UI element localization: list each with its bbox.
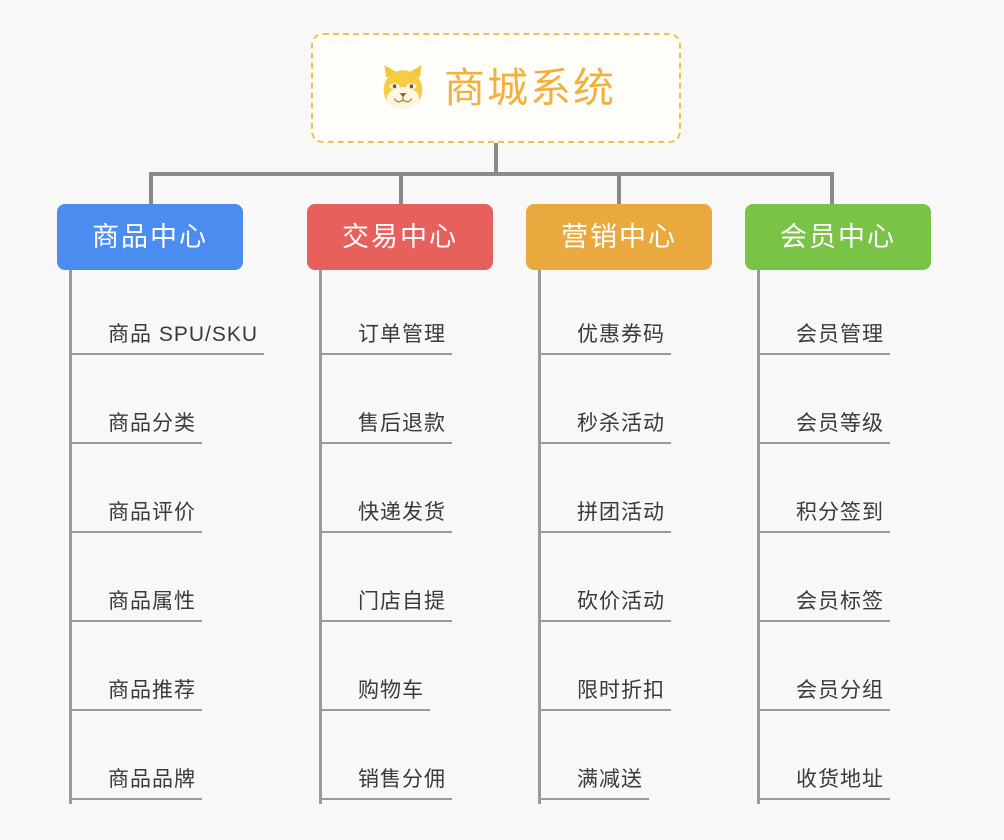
tree-item[interactable]: 优惠券码 xyxy=(541,270,712,359)
tree-item-label: 购物车 xyxy=(356,679,430,711)
branch-header-label: 商品中心 xyxy=(92,221,208,252)
tree-item[interactable]: 收货地址 xyxy=(760,715,931,804)
connector-drop-2 xyxy=(399,172,403,204)
tree-item-label: 商品 SPU/SKU xyxy=(106,323,265,355)
branch-item-list: 会员管理 会员等级 积分签到 会员标签 会员分组 收货地址 xyxy=(757,270,931,804)
tree-item[interactable]: 门店自提 xyxy=(322,537,493,626)
tree-item-label: 优惠券码 xyxy=(575,323,671,355)
branch-column-member-center: 会员中心 会员管理 会员等级 积分签到 会员标签 会员分组 收货地址 xyxy=(745,204,931,804)
tree-item[interactable]: 订单管理 xyxy=(322,270,493,359)
tree-item[interactable]: 会员标签 xyxy=(760,537,931,626)
tree-item-label: 会员标签 xyxy=(794,590,890,622)
branch-column-trade-center: 交易中心 订单管理 售后退款 快递发货 门店自提 购物车 销售分佣 xyxy=(307,204,493,804)
branch-column-product-center: 商品中心 商品 SPU/SKU 商品分类 商品评价 商品属性 商品推荐 商品品牌 xyxy=(57,204,265,804)
branch-item-list: 商品 SPU/SKU 商品分类 商品评价 商品属性 商品推荐 商品品牌 xyxy=(69,270,265,804)
tree-item[interactable]: 限时折扣 xyxy=(541,626,712,715)
tree-item[interactable]: 购物车 xyxy=(322,626,493,715)
branch-header-marketing-center[interactable]: 营销中心 xyxy=(526,204,712,270)
branch-header-product-center[interactable]: 商品中心 xyxy=(57,204,243,270)
tree-item-label: 商品评价 xyxy=(106,501,202,533)
tree-item[interactable]: 快递发货 xyxy=(322,448,493,537)
tree-item-label: 商品推荐 xyxy=(106,679,202,711)
connector-root-stem xyxy=(494,143,498,175)
tree-item[interactable]: 商品属性 xyxy=(72,537,243,626)
branch-header-label: 交易中心 xyxy=(342,221,458,252)
tree-item[interactable]: 会员管理 xyxy=(760,270,931,359)
tree-item-label: 拼团活动 xyxy=(575,501,671,533)
tree-item-label: 快递发货 xyxy=(356,501,452,533)
tree-item-label: 会员管理 xyxy=(794,323,890,355)
tree-item-label: 限时折扣 xyxy=(575,679,671,711)
tree-item[interactable]: 会员分组 xyxy=(760,626,931,715)
tree-item-label: 商品属性 xyxy=(106,590,202,622)
tree-item[interactable]: 商品评价 xyxy=(72,448,243,537)
shiba-dog-icon xyxy=(376,61,430,115)
branch-column-marketing-center: 营销中心 优惠券码 秒杀活动 拼团活动 砍价活动 限时折扣 满减送 xyxy=(526,204,712,804)
tree-item[interactable]: 商品推荐 xyxy=(72,626,243,715)
tree-item-label: 满减送 xyxy=(575,768,649,800)
tree-item-label: 售后退款 xyxy=(356,412,452,444)
tree-item[interactable]: 会员等级 xyxy=(760,359,931,448)
connector-drop-3 xyxy=(617,172,621,204)
tree-item-label: 订单管理 xyxy=(356,323,452,355)
connector-horizontal-bus xyxy=(149,172,832,176)
connector-drop-4 xyxy=(830,172,834,204)
tree-item-label: 收货地址 xyxy=(794,768,890,800)
tree-item[interactable]: 拼团活动 xyxy=(541,448,712,537)
tree-item[interactable]: 积分签到 xyxy=(760,448,931,537)
root-title: 商城系统 xyxy=(444,64,616,111)
connector-drop-1 xyxy=(149,172,153,204)
branch-item-list: 优惠券码 秒杀活动 拼团活动 砍价活动 限时折扣 满减送 xyxy=(538,270,712,804)
tree-item-label: 积分签到 xyxy=(794,501,890,533)
root-node-mall-system[interactable]: 商城系统 xyxy=(311,33,681,143)
tree-item-label: 会员等级 xyxy=(794,412,890,444)
tree-item[interactable]: 砍价活动 xyxy=(541,537,712,626)
tree-item-label: 砍价活动 xyxy=(575,590,671,622)
branch-header-label: 营销中心 xyxy=(561,221,677,252)
tree-item-label: 门店自提 xyxy=(356,590,452,622)
branch-header-trade-center[interactable]: 交易中心 xyxy=(307,204,493,270)
tree-item[interactable]: 满减送 xyxy=(541,715,712,804)
tree-item[interactable]: 商品分类 xyxy=(72,359,243,448)
tree-item[interactable]: 售后退款 xyxy=(322,359,493,448)
branch-header-member-center[interactable]: 会员中心 xyxy=(745,204,931,270)
tree-item[interactable]: 销售分佣 xyxy=(322,715,493,804)
branch-header-label: 会员中心 xyxy=(780,221,896,252)
tree-item[interactable]: 商品 SPU/SKU xyxy=(72,270,265,359)
tree-item-label: 会员分组 xyxy=(794,679,890,711)
tree-item-label: 商品分类 xyxy=(106,412,202,444)
tree-item-label: 销售分佣 xyxy=(356,768,452,800)
tree-item[interactable]: 秒杀活动 xyxy=(541,359,712,448)
tree-item-label: 秒杀活动 xyxy=(575,412,671,444)
branch-item-list: 订单管理 售后退款 快递发货 门店自提 购物车 销售分佣 xyxy=(319,270,493,804)
tree-item[interactable]: 商品品牌 xyxy=(72,715,243,804)
tree-item-label: 商品品牌 xyxy=(106,768,202,800)
